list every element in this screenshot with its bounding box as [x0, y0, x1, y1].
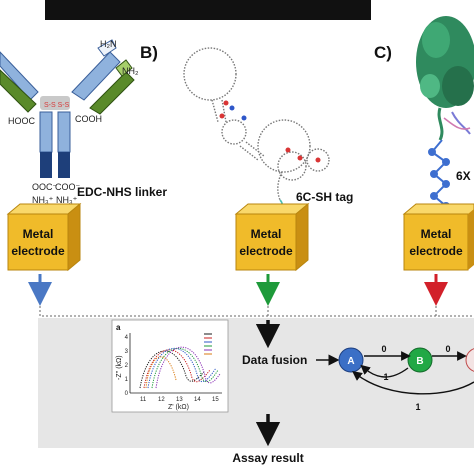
inset-x-tick: 11 — [140, 397, 147, 403]
inset-ylabel: -Z'' (kΩ) — [116, 355, 123, 380]
coo-label: COO⁻ — [55, 182, 81, 192]
inset-y-tick: 0 — [125, 391, 129, 397]
edge-b-to-a-label: 1 — [383, 372, 388, 382]
inset-xlabel: Z' (kΩ) — [168, 404, 189, 411]
panel-b-label: B) — [140, 43, 158, 62]
hooc-label: HOOC — [8, 116, 36, 126]
dotted-connector — [39, 306, 474, 317]
node-a-label: A — [347, 356, 354, 367]
edge-bottom-loop-label: 1 — [415, 402, 420, 412]
inset-x-tick: 12 — [158, 397, 165, 403]
panel-c-label: C) — [374, 43, 392, 62]
protein-structure — [416, 16, 474, 141]
inset-x-tick: 13 — [176, 397, 183, 403]
edge-b-to-right-label: 0 — [445, 344, 450, 354]
nh3-right-label: NH₃⁺ — [56, 195, 78, 205]
electrode-b-line2: electrode — [239, 244, 293, 258]
aptamer-marked-bases — [219, 100, 321, 163]
6x-his-label: 6X — [456, 169, 471, 183]
electrode-a-line2: electrode — [11, 244, 65, 258]
inset-y-tick: 3 — [125, 349, 129, 355]
top-banner-bar — [45, 0, 371, 20]
electrode-a-line1: Metal — [23, 227, 54, 241]
cooh-label: COOH — [75, 114, 102, 124]
nh2-label: NH₂ — [122, 66, 139, 76]
data-fusion-label: Data fusion — [242, 353, 307, 367]
data-fusion-panel — [38, 318, 474, 448]
nyquist-inset — [111, 319, 229, 413]
nh3-left-label: NH₃⁺ — [32, 195, 54, 205]
inset-legend — [204, 333, 212, 355]
inset-y-tick: 2 — [125, 363, 129, 369]
node-b-label: B — [416, 356, 423, 367]
electrode-block-b — [234, 202, 310, 272]
electrode-c-line2: electrode — [409, 244, 463, 258]
6c-sh-tag-label: 6C-SH tag — [296, 190, 353, 204]
electrode-b-line1: Metal — [251, 227, 282, 241]
antibody-illustration: S-S S-S — [0, 39, 135, 178]
assay-result-label: Assay result — [232, 451, 303, 465]
edge-bottom-loop — [352, 371, 474, 395]
electrode-block-a — [6, 202, 82, 272]
inset-x-tick: 14 — [194, 397, 201, 403]
inset-y-tick: 1 — [125, 377, 129, 383]
electrode-block-c — [402, 203, 474, 271]
nyquist-axes — [129, 333, 222, 394]
nyquist-curves — [139, 346, 221, 389]
aptamer-illustration — [183, 47, 330, 201]
edc-nhs-linker-label: EDC-NHS linker — [77, 185, 167, 199]
inset-y-tick: 4 — [125, 335, 129, 341]
inset-y-ticks: 0 1 2 3 4 — [125, 335, 129, 397]
inset-panel-letter: a — [116, 323, 121, 332]
inset-x-ticks: 11 12 13 14 15 — [140, 397, 219, 403]
ooc-label: OOC⁻ — [32, 182, 58, 192]
node-a — [338, 347, 364, 373]
edge-a-to-b-label: 0 — [381, 344, 386, 354]
inset-x-tick: 15 — [212, 397, 219, 403]
edge-b-to-a — [360, 364, 409, 378]
electrode-c-line1: Metal — [421, 227, 452, 241]
h2n-label: H₂N — [100, 39, 117, 49]
svg-text:S-S S-S: S-S S-S — [44, 102, 70, 109]
